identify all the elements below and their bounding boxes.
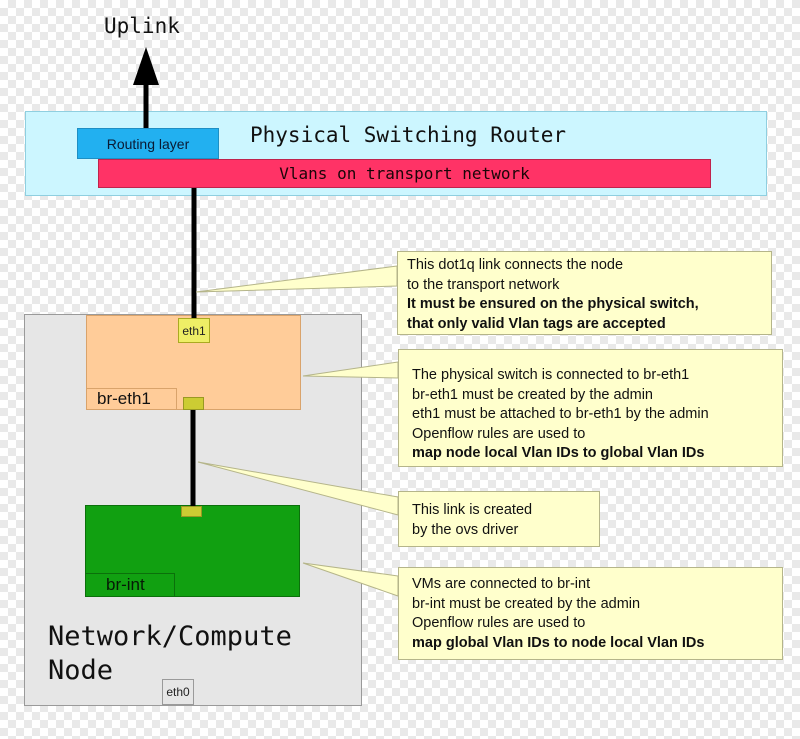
br-int-label: br-int: [85, 573, 175, 597]
uplink-label: Uplink: [104, 14, 180, 38]
callout-2-pointer: [302, 361, 399, 379]
callout-ovs-link: This link is created by the ovs driver: [398, 491, 600, 547]
br-eth1-label: br-eth1: [86, 388, 177, 410]
node-title-line2: Node: [48, 655, 114, 686]
br-eth1-patch-port: [183, 397, 204, 410]
callout-dot1q-link: This dot1q link connects the node to the…: [397, 251, 772, 335]
router-title: Physical Switching Router: [250, 123, 567, 147]
eth0-port: eth0: [162, 679, 194, 705]
callout-4-pointer: [302, 562, 399, 597]
callout-br-eth1: The physical switch is connected to br-e…: [398, 349, 783, 467]
br-int-patch-port: [181, 506, 202, 517]
callout-1-pointer: [195, 265, 398, 293]
node-title-line1: Network/Compute: [48, 621, 292, 652]
eth1-port: eth1: [178, 318, 210, 343]
uplink-arrow-head: [133, 47, 159, 85]
callout-br-int: VMs are connected to br-int br-int must …: [398, 567, 783, 660]
routing-layer-box: Routing layer: [77, 128, 219, 159]
node-title: Network/Compute Node: [48, 620, 348, 688]
br-int-bridge: [85, 505, 300, 597]
vlan-transport-bar: Vlans on transport network: [98, 159, 711, 188]
callout-3-pointer: [197, 461, 399, 516]
